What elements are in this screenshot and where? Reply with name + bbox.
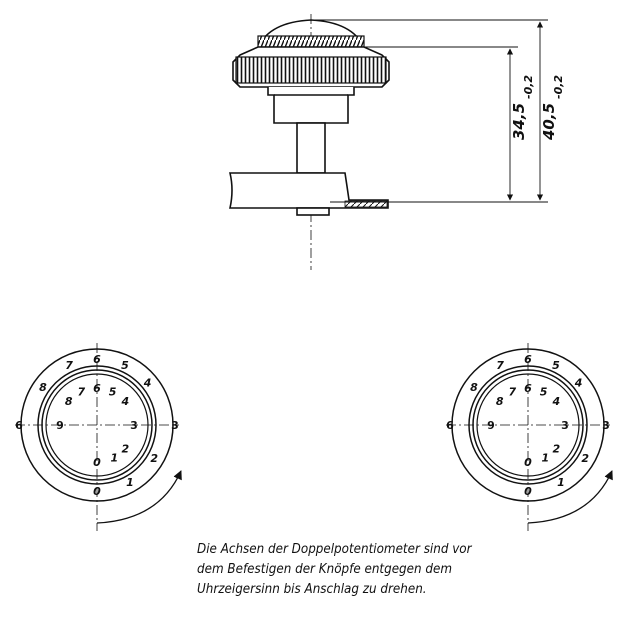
dial-outer-label: 6 [93,353,101,366]
caption: Die Achsen der Doppelpotentiometer sind … [197,540,491,600]
dial-inner-label: 0 [524,456,532,469]
knob-cap-knurl [257,35,365,48]
caption-line-1: Die Achsen der Doppelpotentiometer sind … [197,542,472,557]
dial-inner-label: 6 [93,382,101,395]
dial-outer-label: 7 [496,359,504,372]
dial-inner-label: 8 [496,395,504,408]
dial-inner-label: 1 [111,452,119,465]
dial-outer-label: 5 [121,359,129,372]
dial-inner-left-label: 9 [56,419,64,432]
dial-inner-label: 2 [122,443,130,456]
dial-scale-left-label: 6 [15,419,23,432]
dial-outer-label: 7 [65,359,73,372]
knob-neck [267,87,355,124]
dial-inner-right-label: 3 [561,419,569,432]
dial-outer-label: 0 [524,485,532,498]
knob-side-view [228,14,390,270]
caption-line-3: Uhrzeigersinn bis Anschlag zu drehen. [197,582,427,597]
caption-line-2: dem Befestigen der Knöpfe entgegen dem [197,562,452,577]
dial-outer-label: 4 [143,376,152,389]
dial-outer-label: 5 [552,359,560,372]
dim-inner-value: 34,5 [510,103,528,140]
dial-scale-right-label: 3 [171,419,179,432]
dial-outer-label: 8 [39,381,47,394]
dial-inner-label: 8 [65,395,73,408]
dial-inner-label: 2 [553,443,561,456]
dial-inner-label: 4 [552,395,561,408]
dial-inner-label: 6 [524,382,532,395]
shaft-end [296,207,330,216]
dial-outer-label: 2 [150,452,158,465]
dial-inner-label: 0 [93,456,101,469]
panel-hatch [344,200,388,208]
dial-inner-label: 5 [109,385,117,398]
rotation-arrow [527,470,613,524]
shaft [296,122,326,174]
dim-inner-tolerance: -0,2 [522,75,535,99]
dial-outer-label: 4 [574,376,583,389]
dial-inner-label: 1 [542,452,550,465]
dim-outer-tolerance: -0,2 [552,75,565,99]
knob-knurl [235,56,387,84]
dial-outer-label: 1 [126,476,134,489]
dial-inner-label: 7 [78,385,86,398]
dimension-lines [311,19,548,203]
dimension-labels: 34,5 -0,2 40,5 -0,2 [510,75,565,141]
dial-outer-label: 8 [470,381,478,394]
dial-outer-label: 1 [557,476,565,489]
dial-scale-left-label: 6 [446,419,454,432]
dial-inner-label: 5 [540,385,548,398]
rotation-arrow [96,470,182,524]
dial-inner-label: 7 [509,385,517,398]
dial-inner-right-label: 3 [130,419,138,432]
dial-outer-label: 6 [524,353,532,366]
dial-inner-left-label: 9 [487,419,495,432]
mounting-panel [228,172,389,209]
dial-scale-right-label: 3 [602,419,610,432]
dim-outer-value: 40,5 [540,103,558,141]
dial-inner-label: 4 [121,395,130,408]
dial-outer-label: 0 [93,485,101,498]
dial-outer-label: 2 [581,452,589,465]
